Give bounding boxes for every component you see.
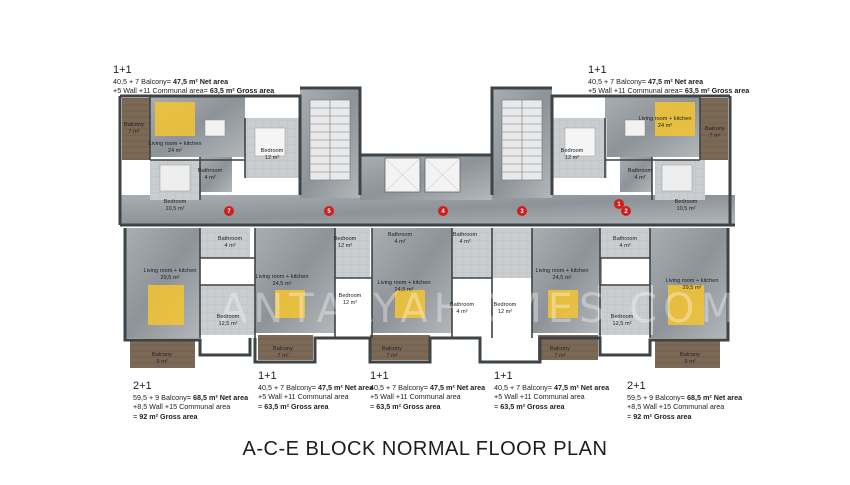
corridor-marker: 7 [224,206,234,216]
unit-type: 2+1 [627,380,646,392]
unit-bottom-3 [370,228,492,360]
unit-info-bottom-5: 2+1 59,5 + 9 Balcony= 68,5 m² Net area +… [627,380,743,421]
unit-type: 1+1 [258,370,277,382]
svg-text:7: 7 [227,209,231,215]
unit-bottom-2 [255,228,370,360]
unit-type: 2+1 [133,380,152,392]
corridor-marker: 4 [438,206,448,216]
corridor-marker: 1 [614,199,624,209]
unit-bottom-1 [125,228,255,368]
corridor-marker: 3 [517,206,527,216]
partitions [149,96,701,338]
svg-text:1: 1 [617,202,621,208]
corridor-markers: 7 5 4 3 12 [224,199,631,216]
unit-info-top-left: 1+1 40,5 + 7 Balcony= 47,5 m² Net area +… [113,64,275,96]
unit-type: 1+1 [370,370,389,382]
unit-type: 1+1 [588,64,607,76]
stairs-right [501,99,543,181]
unit-type: 1+1 [113,64,132,76]
watermark: ANTALYAHOMES.COM [220,286,741,332]
unit-type: 1+1 [494,370,513,382]
plan-title: A-C-E BLOCK NORMAL FLOOR PLAN [242,438,608,460]
unit-top-right [552,95,728,200]
corridor-marker: 5 [324,206,334,216]
svg-text:5: 5 [327,209,331,215]
svg-text:4: 4 [441,209,445,215]
unit-bottom-4 [492,228,602,360]
unit-info-bottom-2: 1+1 40,5 + 7 Balcony= 47,5 m² Net area +… [258,370,374,411]
svg-text:3: 3 [520,209,524,215]
elevators [384,157,461,193]
unit-bottom-5 [598,228,728,368]
unit-top-left [122,95,300,200]
walls [118,86,735,364]
unit-info-bottom-1: 2+1 59,5 + 9 Balcony= 68,5 m² Net area +… [133,380,249,421]
stairs-left [309,99,351,181]
corridor-marker: 2 [621,206,631,216]
unit-info-bottom-3: 1+1 40,5 + 7 Balcony= 47,5 m² Net area +… [370,370,486,411]
svg-text:2: 2 [624,209,628,215]
unit-info-top-right: 1+1 40,5 + 7 Balcony= 47,5 m² Net area +… [588,64,750,96]
unit-info-bottom-4: 1+1 40,5 + 7 Balcony= 47,5 m² Net area +… [494,370,610,411]
